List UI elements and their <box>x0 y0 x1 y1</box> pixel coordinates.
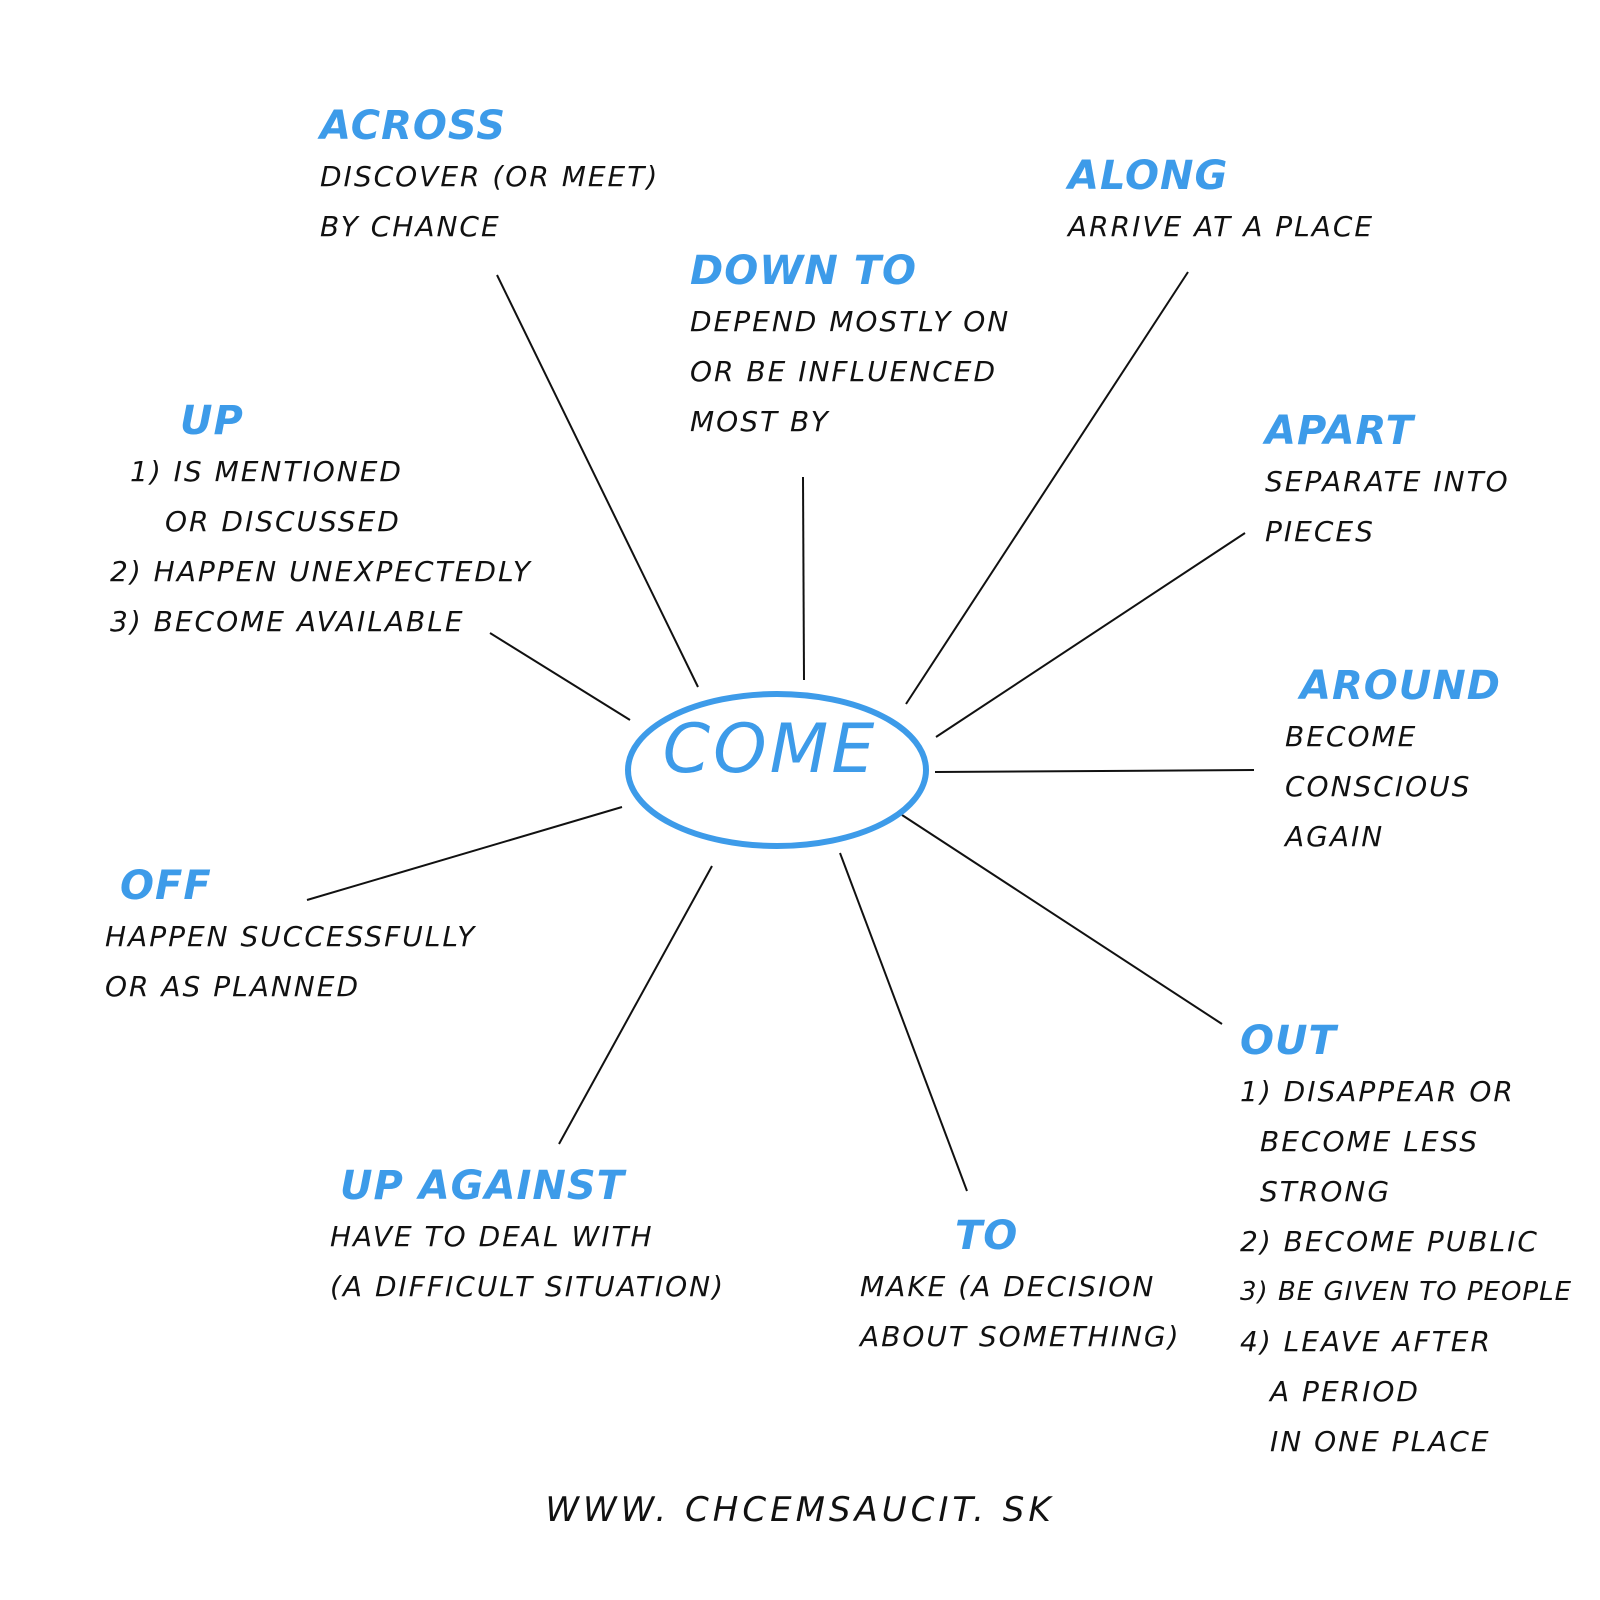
node-definition-line: DISCOVER (OR MEET) <box>320 160 660 193</box>
node-definition-line: BECOME <box>1285 720 1418 753</box>
node-definition-line: 2) BECOME PUBLIC <box>1240 1225 1539 1258</box>
center-ellipse <box>625 691 929 849</box>
node-down-to: DOWN TO DEPEND MOSTLY ON OR BE INFLUENCE… <box>690 245 1010 447</box>
spoke-apart <box>935 532 1246 738</box>
spoke-across <box>496 274 699 688</box>
node-across: ACROSS DISCOVER (OR MEET) BY CHANCE <box>320 100 659 252</box>
node-definition-line: A PERIOD <box>1270 1375 1420 1408</box>
node-title: UP <box>180 398 244 444</box>
node-title: OFF <box>120 863 212 909</box>
node-up-against: UP AGAINST HAVE TO DEAL WITH (A DIFFICUL… <box>330 1160 725 1312</box>
node-definition-line: IN ONE PLACE <box>1270 1425 1491 1458</box>
spoke-off <box>306 806 623 901</box>
node-definition-line: ARRIVE AT A PLACE <box>1068 210 1375 243</box>
node-title: AROUND <box>1300 663 1501 709</box>
node-definition-line: PIECES <box>1265 515 1375 548</box>
node-out: OUT 1) DISAPPEAR OR BECOME LESS STRONG 2… <box>1240 1015 1572 1467</box>
node-definition-line: 3) BECOME AVAILABLE <box>110 605 465 638</box>
spoke-up <box>489 632 631 721</box>
node-title: OUT <box>1240 1018 1337 1064</box>
node-definition-line: 2) HAPPEN UNEXPECTEDLY <box>110 555 532 588</box>
node-title: ALONG <box>1068 153 1229 199</box>
node-title: ACROSS <box>320 103 507 149</box>
spoke-down-to <box>802 476 805 681</box>
node-definition-line: 1) IS MENTIONED <box>130 455 403 488</box>
node-definition-line: MAKE (A DECISION <box>860 1270 1156 1303</box>
node-definition-line: SEPARATE INTO <box>1265 465 1510 498</box>
node-definition-line: HAVE TO DEAL WITH <box>330 1220 654 1253</box>
node-title: UP AGAINST <box>340 1163 625 1209</box>
node-definition-line: BY CHANCE <box>320 210 501 243</box>
node-definition-line: 1) DISAPPEAR OR <box>1240 1075 1515 1108</box>
footer-url: WWW. CHCEMSAUCIT. SK <box>545 1490 1055 1530</box>
node-definition-line: (A DIFFICULT SITUATION) <box>330 1270 726 1303</box>
node-definition-line: 4) LEAVE AFTER <box>1240 1325 1492 1358</box>
node-around: AROUND BECOME CONSCIOUS AGAIN <box>1285 660 1501 862</box>
spoke-up-against <box>558 865 713 1145</box>
node-title: DOWN TO <box>690 248 918 294</box>
spoke-to <box>839 852 968 1192</box>
spoke-around <box>934 769 1255 773</box>
node-definition-line: AGAIN <box>1285 820 1385 853</box>
node-definition-line: STRONG <box>1260 1175 1392 1208</box>
node-apart: APART SEPARATE INTO PIECES <box>1265 405 1510 557</box>
node-definition-line: ABOUT SOMETHING) <box>860 1320 1181 1353</box>
node-definition-line: CONSCIOUS <box>1285 770 1472 803</box>
node-definition-line: MOST BY <box>690 405 830 438</box>
center-word: COME <box>662 710 878 789</box>
spoke-along <box>905 271 1189 705</box>
node-title: TO <box>955 1213 1019 1259</box>
node-off: OFF HAPPEN SUCCESSFULLY OR AS PLANNED <box>105 860 476 1012</box>
node-definition-line: OR AS PLANNED <box>105 970 361 1003</box>
node-to: TO MAKE (A DECISION ABOUT SOMETHING) <box>860 1210 1181 1362</box>
node-up: UP 1) IS MENTIONED OR DISCUSSED 2) HAPPE… <box>110 395 532 647</box>
node-definition-line: HAPPEN SUCCESSFULLY <box>105 920 477 953</box>
node-definition-line: BECOME LESS <box>1260 1125 1480 1158</box>
node-definition-line: OR BE INFLUENCED <box>690 355 998 388</box>
node-along: ALONG ARRIVE AT A PLACE <box>1068 150 1374 252</box>
node-title: APART <box>1265 408 1414 454</box>
spoke-out <box>901 814 1223 1025</box>
node-definition-line: DEPEND MOSTLY ON <box>690 305 1011 338</box>
node-definition-line: OR DISCUSSED <box>165 505 401 538</box>
node-definition-line: 3) BE GIVEN TO PEOPLE <box>1240 1277 1572 1307</box>
